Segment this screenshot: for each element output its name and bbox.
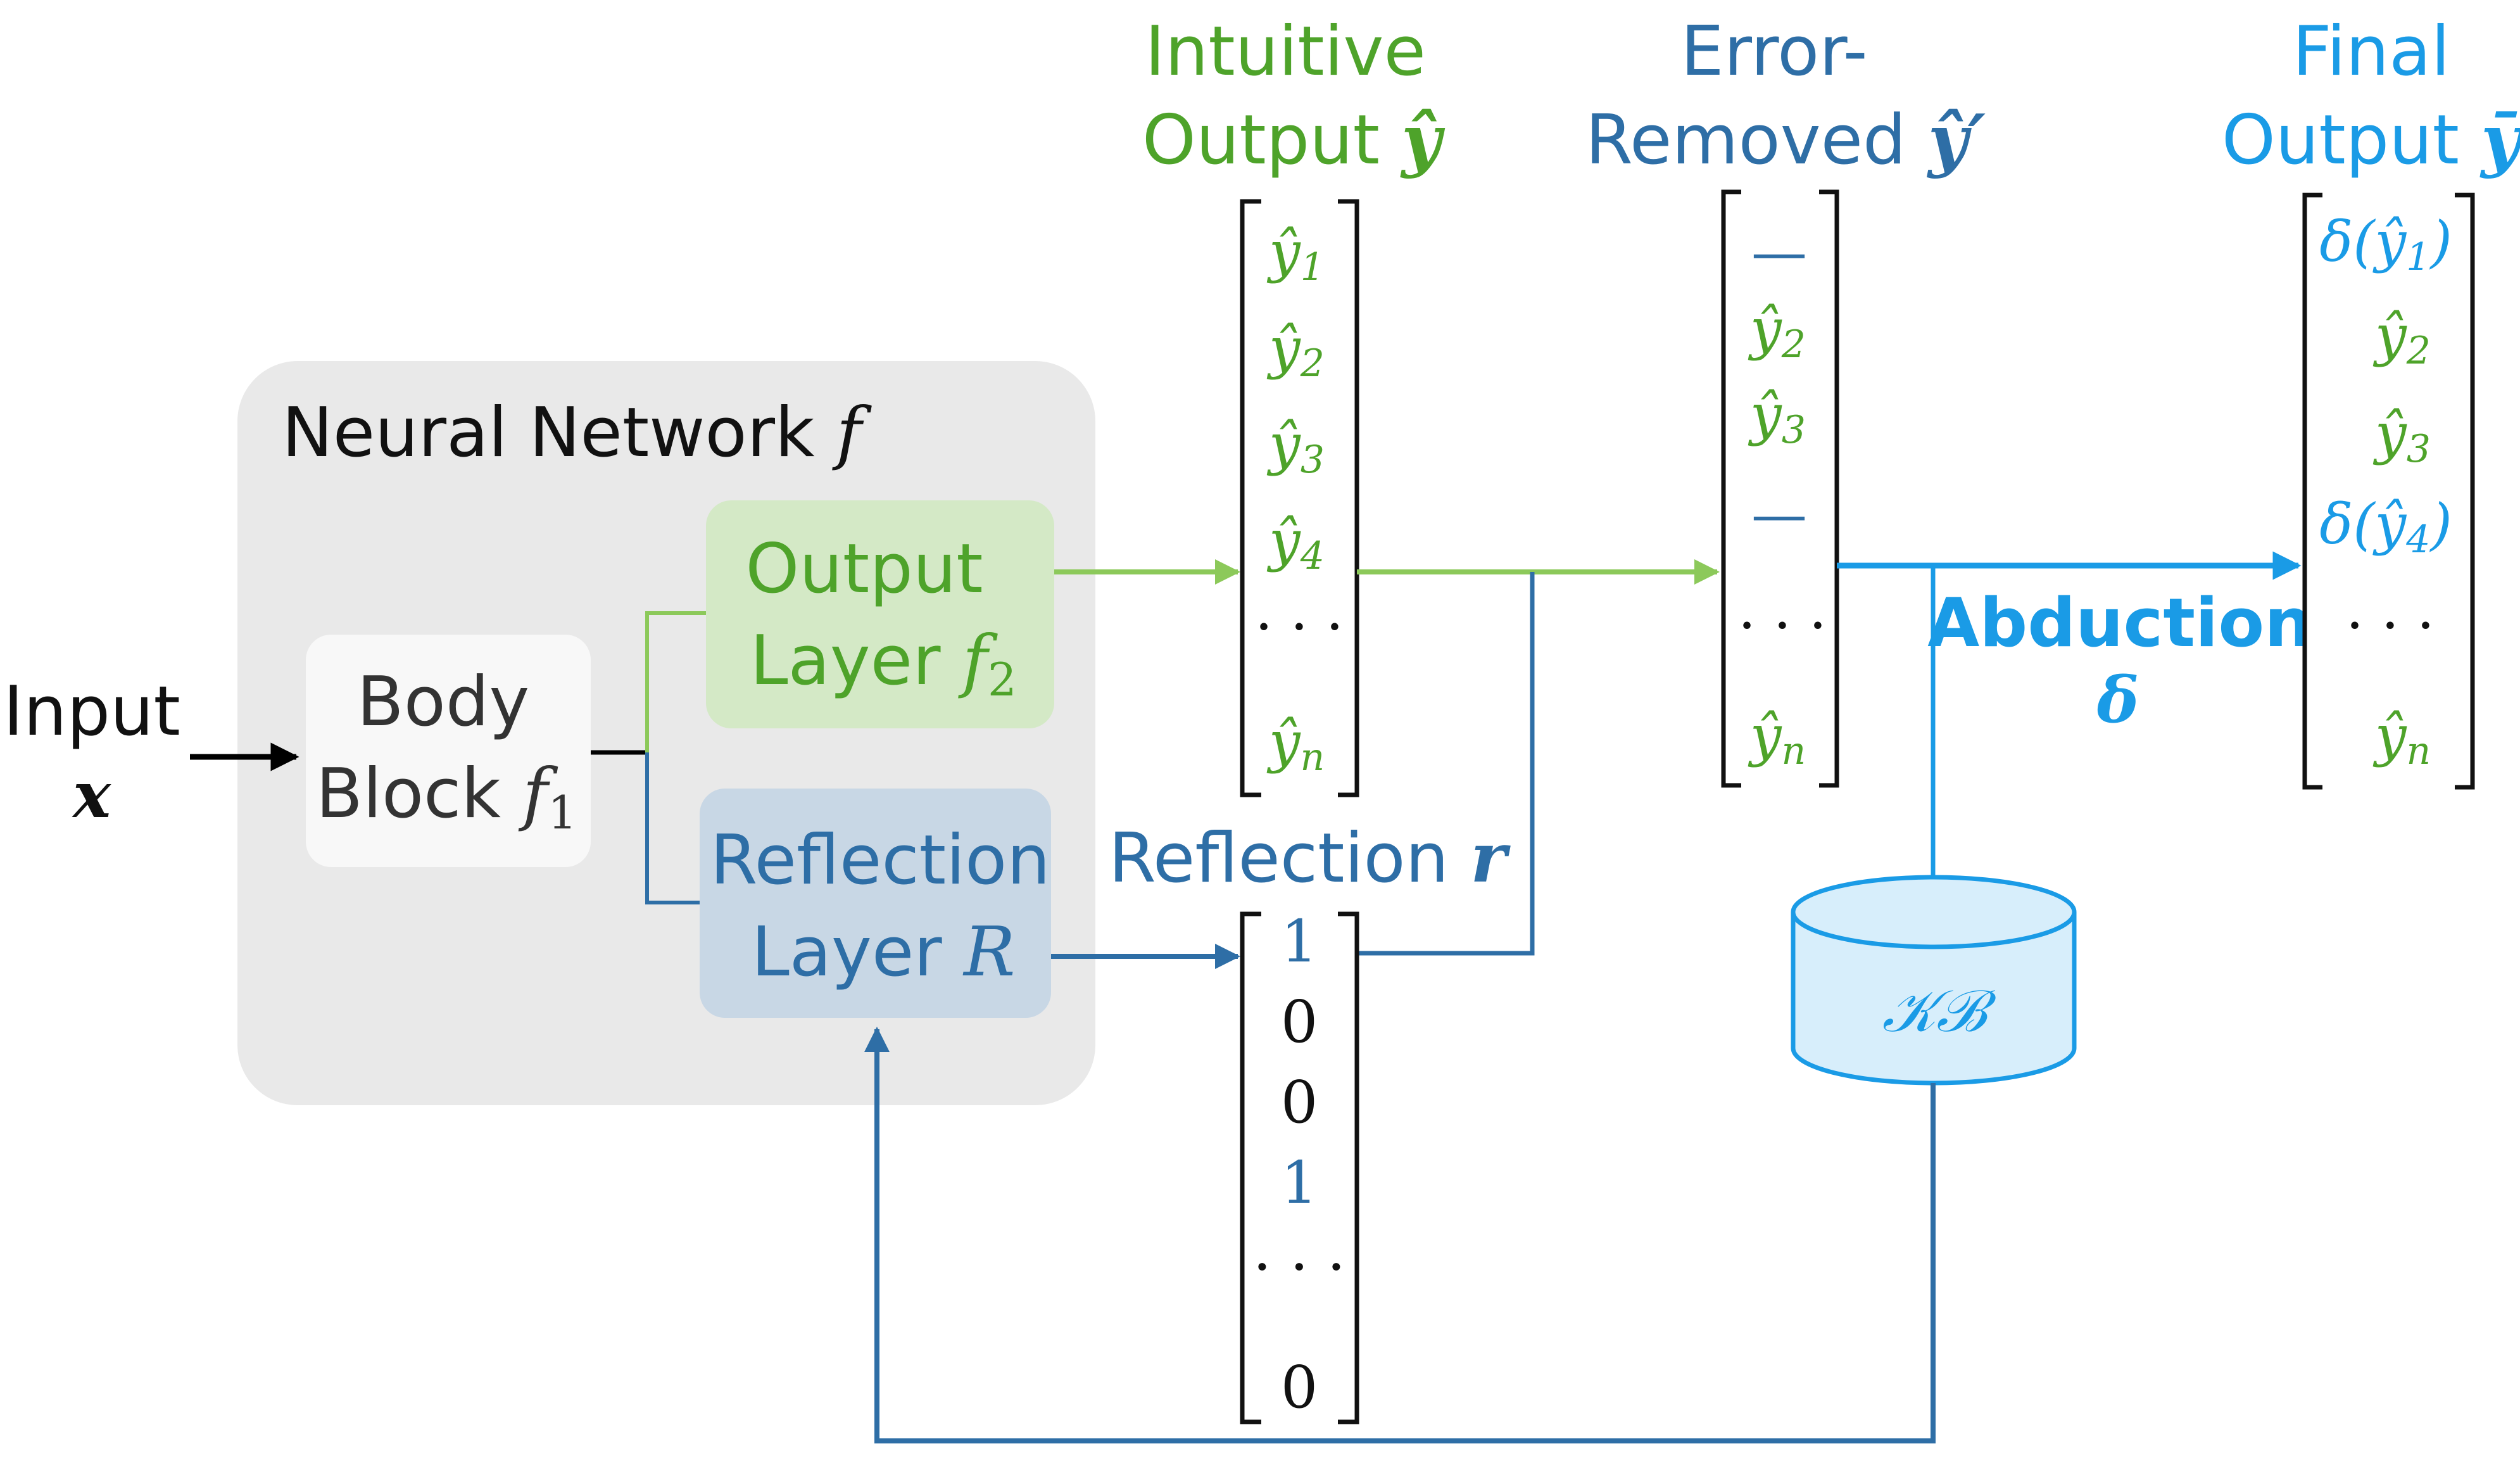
final-left-bracket <box>2302 193 2322 790</box>
error-removed-entries: — ŷ2 ŷ3 — · · · ŷn <box>1738 219 1827 773</box>
final-right-bracket <box>2455 193 2475 790</box>
error-removed-title-line2: Removed ŷ′ <box>1585 100 1986 180</box>
final-entry: δ(ŷ4) <box>2319 491 2452 562</box>
body-block-label-line1: Body <box>357 662 530 742</box>
final-entry: ŷ3 <box>2372 401 2431 471</box>
abduction-symbol: δ <box>2096 662 2139 737</box>
reflection-entries: 1 0 0 1 · · · 0 <box>1253 908 1345 1421</box>
reflection-entry: 0 <box>1281 1068 1318 1136</box>
error-removed-entry: — <box>1751 219 1807 284</box>
input-label: Input <box>3 672 180 751</box>
reflection-entry: · · · <box>1253 1233 1345 1301</box>
intuitive-entry: ŷ3 <box>1266 412 1325 482</box>
kb-feedback-line <box>864 1027 1936 1443</box>
intuitive-entry: ŷ1 <box>1266 219 1325 289</box>
reflection-right-bracket <box>1338 911 1359 1424</box>
final-output-title-line2: Output ȳ <box>2222 100 2520 180</box>
error-removed-entry: ŷ2 <box>1748 296 1806 367</box>
output-layer-label-line2: Layer f2 <box>750 621 1016 706</box>
body-to-output-line <box>645 611 706 752</box>
body-to-reflection-line <box>645 752 700 904</box>
final-entry: ŷ2 <box>2372 303 2431 373</box>
error-removed-entry: ŷ3 <box>1748 382 1806 452</box>
intuitive-entry: ŷ2 <box>1266 315 1325 386</box>
error-removed-title-line1: Error- <box>1680 12 1867 91</box>
final-entry: δ(ŷ1) <box>2319 209 2452 279</box>
error-removed-entry: — <box>1751 481 1807 547</box>
input-symbol: x <box>72 758 111 832</box>
abduction-label: Abduction <box>1927 584 2312 662</box>
knowledge-base-cylinder: 𝒦ℬ <box>1791 875 2077 1086</box>
error-removed-right-bracket <box>1819 189 1839 788</box>
reflection-entry: 1 <box>1281 908 1318 975</box>
intuitive-output-title-line2: Output ŷ <box>1142 100 1446 180</box>
reflection-entry: 0 <box>1281 1353 1318 1421</box>
reflection-layer-label-line2: Layer R <box>752 913 1016 992</box>
reflection-left-bracket <box>1240 911 1261 1424</box>
body-block-label-line2: Block f1 <box>316 754 577 839</box>
reflection-to-filter-line <box>1357 572 1535 956</box>
error-removed-entry: · · · <box>1738 593 1827 658</box>
intuitive-entry: ŷn <box>1266 709 1325 780</box>
final-entry: ŷn <box>2372 703 2431 773</box>
knowledge-base-label: 𝒦ℬ <box>1882 977 1996 1045</box>
final-entries: δ(ŷ1) ŷ2 ŷ3 δ(ŷ4) · · · ŷn <box>2319 209 2452 773</box>
intuitive-left-bracket <box>1240 199 1261 797</box>
intuitive-output-title-line1: Intuitive <box>1145 12 1426 91</box>
reflection-vector-title: Reflection r <box>1109 818 1511 898</box>
error-removed-entry: ŷn <box>1748 703 1806 773</box>
output-layer-label-line1: Output <box>745 529 983 609</box>
intuitive-entries: ŷ1 ŷ2 ŷ3 ŷ4 · · · ŷn <box>1255 219 1344 780</box>
output-layer-box <box>706 500 1054 728</box>
error-removed-left-bracket <box>1721 189 1741 788</box>
reflection-entry: 0 <box>1281 988 1318 1056</box>
reflection-layer-box <box>700 789 1051 1018</box>
final-entry: · · · <box>2346 593 2435 658</box>
intuitive-right-bracket <box>1338 199 1359 797</box>
intuitive-entry: · · · <box>1255 594 1344 659</box>
reflection-layer-label-line1: Reflection <box>710 821 1050 900</box>
intuitive-entry: ŷ4 <box>1266 508 1325 578</box>
final-output-title-line1: Final <box>2293 12 2450 91</box>
reflection-entry: 1 <box>1281 1149 1318 1217</box>
neural-network-title: Neural Network f <box>282 393 872 472</box>
body-block-box <box>306 635 591 867</box>
